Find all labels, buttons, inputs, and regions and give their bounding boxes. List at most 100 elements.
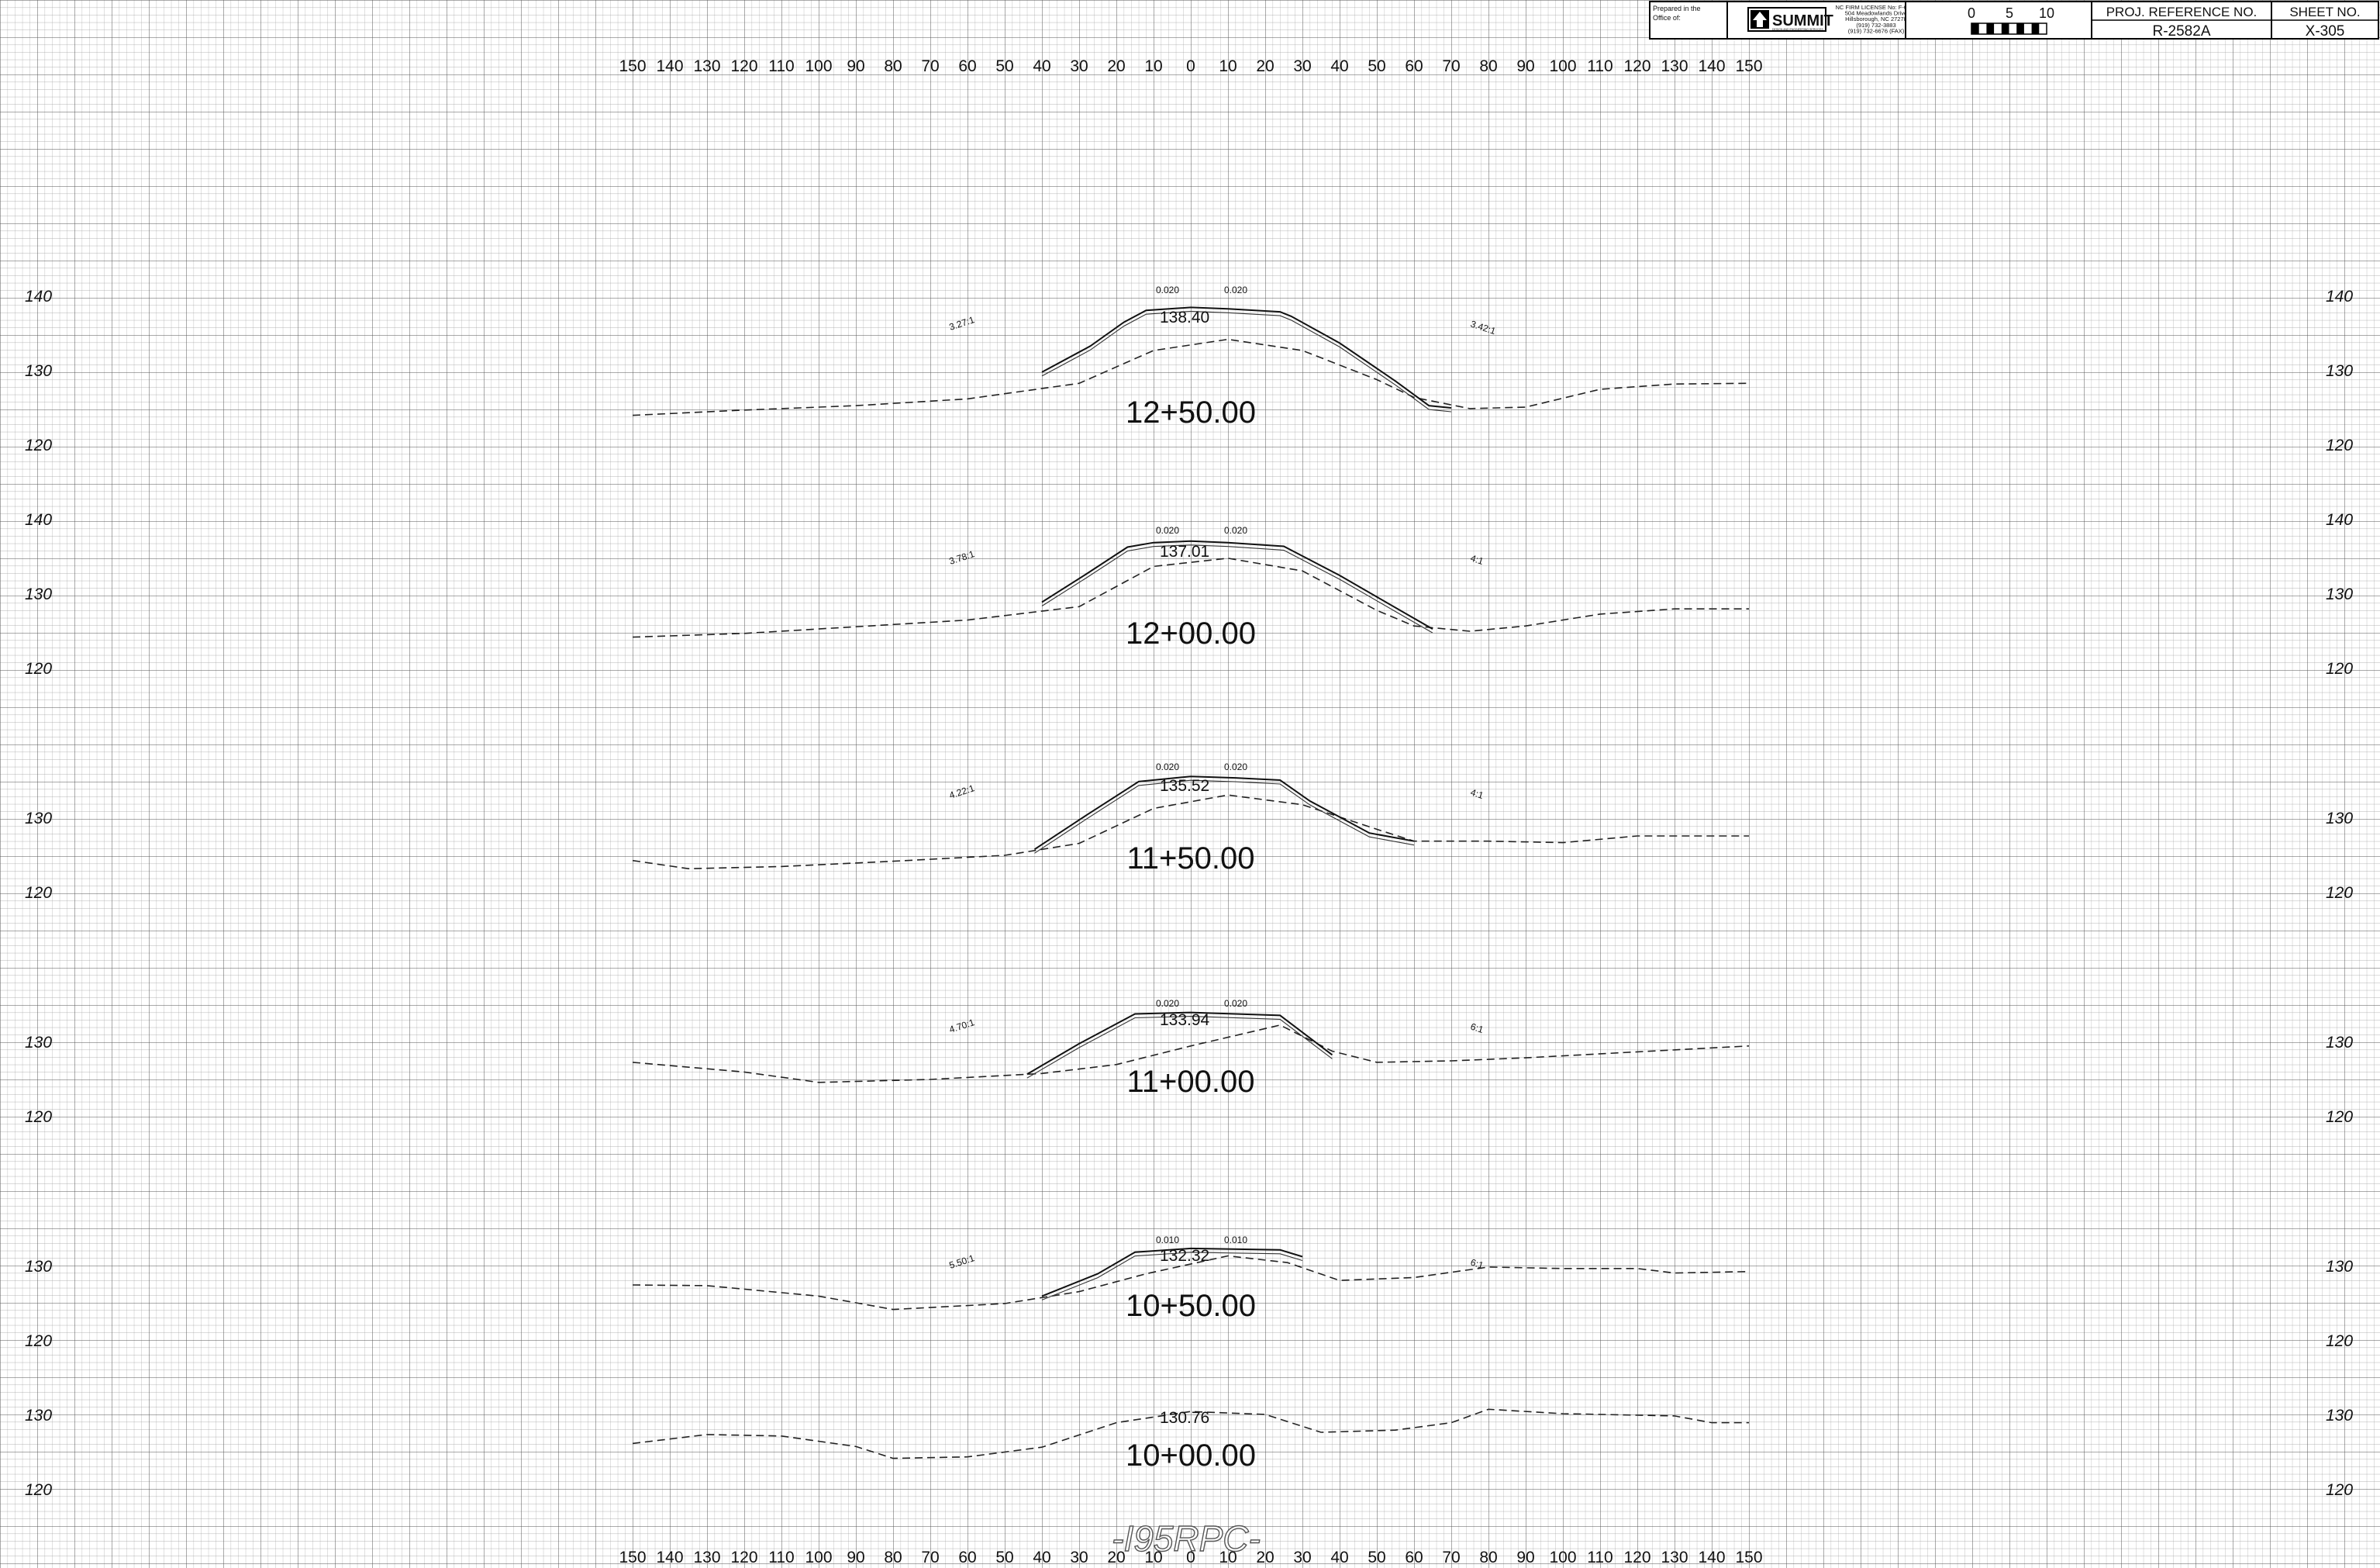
elevation-label-left: 130 xyxy=(25,1258,52,1276)
station-label: 12+00.00 xyxy=(1126,616,1256,651)
grade-elevation-label: 138.40 xyxy=(1160,309,1209,326)
elevation-label-right: 120 xyxy=(2326,884,2353,902)
elevation-label-left: 120 xyxy=(25,1332,52,1350)
offset-label-top: 70 xyxy=(1442,57,1460,75)
elevation-label-left: 130 xyxy=(25,362,52,380)
offset-label-bottom: 100 xyxy=(805,1549,832,1566)
cross-slope-right: 0.020 xyxy=(1224,525,1247,536)
offset-label-top: 100 xyxy=(805,57,832,75)
side-slope-right: 4:1 xyxy=(1469,553,1485,568)
offset-label-top: 40 xyxy=(1330,57,1348,75)
offset-label-top: 30 xyxy=(1070,57,1088,75)
address-line: NC FIRM LICENSE No: F-0339 xyxy=(1835,4,1916,11)
sheet-no-label: SHEET NO. xyxy=(2289,5,2360,19)
graphic-scale: 0 5 10 xyxy=(1968,5,2054,35)
offset-label-top: 110 xyxy=(768,57,794,75)
address-line: (919) 732-6676 (FAX) xyxy=(1848,27,1905,34)
proposed-grade-line xyxy=(1041,306,1452,409)
station-label: 11+00.00 xyxy=(1127,1065,1255,1099)
station-label: 10+00.00 xyxy=(1126,1438,1256,1473)
existing-ground-line xyxy=(632,794,1749,870)
offset-label-bottom: 140 xyxy=(656,1549,683,1566)
offset-label-bottom: 150 xyxy=(1735,1549,1762,1566)
office-of-label: Office of: xyxy=(1653,14,1681,22)
offset-label-top: 90 xyxy=(847,57,864,75)
proposed-grade-line xyxy=(1033,775,1415,851)
offset-label-bottom: 120 xyxy=(1623,1549,1650,1566)
grade-elevation-label: 137.01 xyxy=(1160,543,1209,561)
offset-label-top: 90 xyxy=(1516,57,1534,75)
cross-slope-right: 0.020 xyxy=(1224,762,1247,772)
elevation-label-left: 130 xyxy=(25,810,52,827)
grade-elevation-label: 130.76 xyxy=(1160,1409,1209,1427)
offset-label-top: 140 xyxy=(656,57,683,75)
cross-slope-left: 0.020 xyxy=(1156,285,1179,295)
elevation-label-right: 120 xyxy=(2326,1481,2353,1499)
offset-label-bottom: 20 xyxy=(1107,1549,1125,1566)
pavement-layer-line xyxy=(1026,1016,1333,1079)
grade-elevation-label: 132.32 xyxy=(1160,1247,1209,1265)
offset-label-bottom: 110 xyxy=(768,1549,794,1566)
proposed-grade-line xyxy=(1041,540,1433,630)
scale-label-10: 10 xyxy=(2039,5,2054,21)
offset-label-top: 120 xyxy=(1623,57,1650,75)
station-label: 11+50.00 xyxy=(1127,841,1255,876)
proposed-grade-line xyxy=(1041,1247,1303,1297)
offset-label-bottom: 60 xyxy=(1405,1549,1423,1566)
pavement-layer-line xyxy=(1041,310,1452,413)
title-block: Prepared in the Office of: SUMMIT DESIGN… xyxy=(1649,1,2379,40)
elevation-label-right: 130 xyxy=(2326,1258,2353,1276)
address-line: 504 Meadowlands Drive xyxy=(1845,10,1907,17)
offset-label-bottom: 80 xyxy=(1479,1549,1497,1566)
elevation-label-right: 140 xyxy=(2326,511,2353,529)
existing-ground-line xyxy=(632,1255,1750,1311)
offset-label-bottom: 100 xyxy=(1549,1549,1576,1566)
station-label: 10+50.00 xyxy=(1126,1289,1256,1323)
offset-label-top: 150 xyxy=(619,57,646,75)
station-label: 12+50.00 xyxy=(1126,395,1256,430)
offset-label-bottom: 50 xyxy=(1368,1549,1385,1566)
elevation-label-right: 120 xyxy=(2326,1108,2353,1126)
prepared-in-label: Prepared in the xyxy=(1653,5,1701,12)
elevation-label-left: 120 xyxy=(25,1108,52,1126)
elevation-label-left: 120 xyxy=(25,660,52,678)
offset-label-top: 50 xyxy=(995,57,1013,75)
elevation-label-right: 130 xyxy=(2326,585,2353,603)
existing-ground-line xyxy=(632,338,1750,416)
offset-label-top: 10 xyxy=(1219,57,1237,75)
offset-label-top: 80 xyxy=(884,57,902,75)
elevation-label-right: 130 xyxy=(2326,1034,2353,1052)
scale-label-0: 0 xyxy=(1968,5,1975,21)
company-logo: SUMMIT DESIGN AND ENGINEERING SERVICES xyxy=(1747,7,1833,32)
elevation-label-right: 120 xyxy=(2326,660,2353,678)
offset-label-top: 60 xyxy=(1405,57,1423,75)
scale-label-5: 5 xyxy=(2006,5,2013,21)
logo-subtext: DESIGN AND ENGINEERING SERVICES xyxy=(1772,28,1823,31)
offset-label-top: 120 xyxy=(730,57,757,75)
offset-label-top: 140 xyxy=(1698,57,1725,75)
address-line: (919) 732-3883 xyxy=(1856,22,1895,29)
pavement-layer-line xyxy=(1041,1252,1303,1300)
offset-label-top: 30 xyxy=(1293,57,1311,75)
cross-slope-right: 0.020 xyxy=(1224,998,1247,1009)
offset-label-bottom: 90 xyxy=(1516,1549,1534,1566)
elevation-label-right: 130 xyxy=(2326,810,2353,827)
offset-label-bottom: 50 xyxy=(995,1549,1013,1566)
offset-label-bottom: 30 xyxy=(1070,1549,1088,1566)
side-slope-right: 6:1 xyxy=(1469,1257,1485,1272)
existing-ground-line xyxy=(632,1024,1750,1083)
offset-label-top: 80 xyxy=(1479,57,1497,75)
offset-label-bottom: 90 xyxy=(847,1549,864,1566)
pavement-layer-line xyxy=(1041,544,1433,634)
offset-label-top: 10 xyxy=(1144,57,1162,75)
proj-ref-label: PROJ. REFERENCE NO. xyxy=(2106,5,2258,19)
offset-label-bottom: 60 xyxy=(958,1549,976,1566)
offset-label-bottom: 80 xyxy=(884,1549,902,1566)
offset-label-bottom: 10 xyxy=(1219,1549,1237,1566)
elevation-label-right: 130 xyxy=(2326,362,2353,380)
